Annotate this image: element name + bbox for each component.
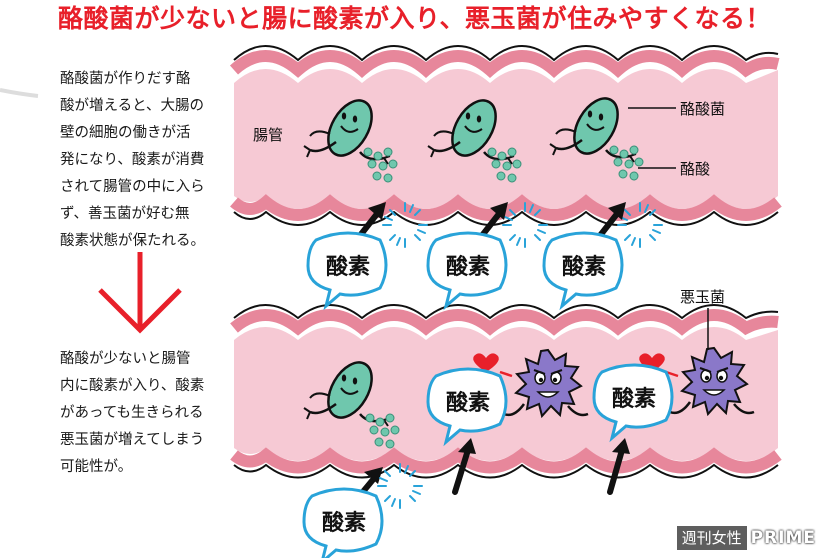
explanation-line: 酪酸菌が作りだす酪 [60,71,191,87]
oxygen-sparkle [382,202,428,248]
explanation-line: 発になり、酸素が消費 [60,152,205,168]
oxygen-bubble: 酸素 [302,487,384,558]
oxygen-bubble: 酸素 [426,367,508,444]
intestine-top [229,45,782,226]
watermark-left: 週刊女性 [676,526,747,550]
explanation-line: ず、善玉菌が好む無 [60,206,190,222]
butyric-bacteria-label: 酪酸菌 [680,100,725,118]
explanation-line: 可能性が。 [60,459,133,475]
oxygen-label: 酸素 [446,390,490,416]
explanation-bottom: 酪酸が少ないと腸管 内に酸素が入り、酸素 があっても生きられる 悪玉菌が増えてし… [60,346,204,481]
down-arrow-icon [98,252,182,334]
oxygen-bubble: 酸素 [306,231,388,308]
watermark-right: PRIME [750,528,816,548]
oxygen-arrow [452,438,476,495]
watermark: 週刊女性 PRIME [676,526,820,550]
oxygen-label: 酸素 [612,386,656,412]
butyric-acid-label: 酪酸 [680,160,710,178]
oxygen-arrow [607,438,630,495]
oxygen-label: 酸素 [446,254,490,280]
oxygen-bubble: 酸素 [542,231,624,308]
intestine-label: 腸管 [253,126,283,144]
oxygen-label: 酸素 [326,254,370,280]
oxygen-sparkle [502,202,548,248]
oxygen-bubble: 酸素 [592,363,674,440]
oxygen-sparkle [617,202,663,248]
decorative-line [0,88,39,98]
explanation-line: 酸素状態が保たれる。 [60,233,205,249]
explanation-line: 酪酸が少ないと腸管 [60,351,191,367]
page-title: 酪酸菌が少ないと腸に酸素が入り、悪玉菌が住みやすくなる！ [58,4,772,33]
oxygen-bubble: 酸素 [426,231,508,308]
explanation-line: 酸が増えると、大腸の [60,98,204,114]
explanation-line: 内に酸素が入り、酸素 [60,378,205,394]
explanation-top: 酪酸菌が作りだす酪 酸が増えると、大腸の 壁の細胞の働きが活 発になり、酸素が消… [60,66,205,255]
heart-icon [473,353,513,378]
oxygen-label: 酸素 [322,510,366,536]
explanation-line: 悪玉菌が増えてしまう [60,432,205,448]
oxygen-label: 酸素 [562,254,606,280]
bad-bacteria-label: 悪玉菌 [680,288,725,306]
explanation-line: があっても生きられる [60,405,204,421]
explanation-line: 壁の細胞の働きが活 [60,125,191,141]
oxygen-sparkle [377,463,423,509]
explanation-line: されて腸管の中に入ら [60,179,205,195]
